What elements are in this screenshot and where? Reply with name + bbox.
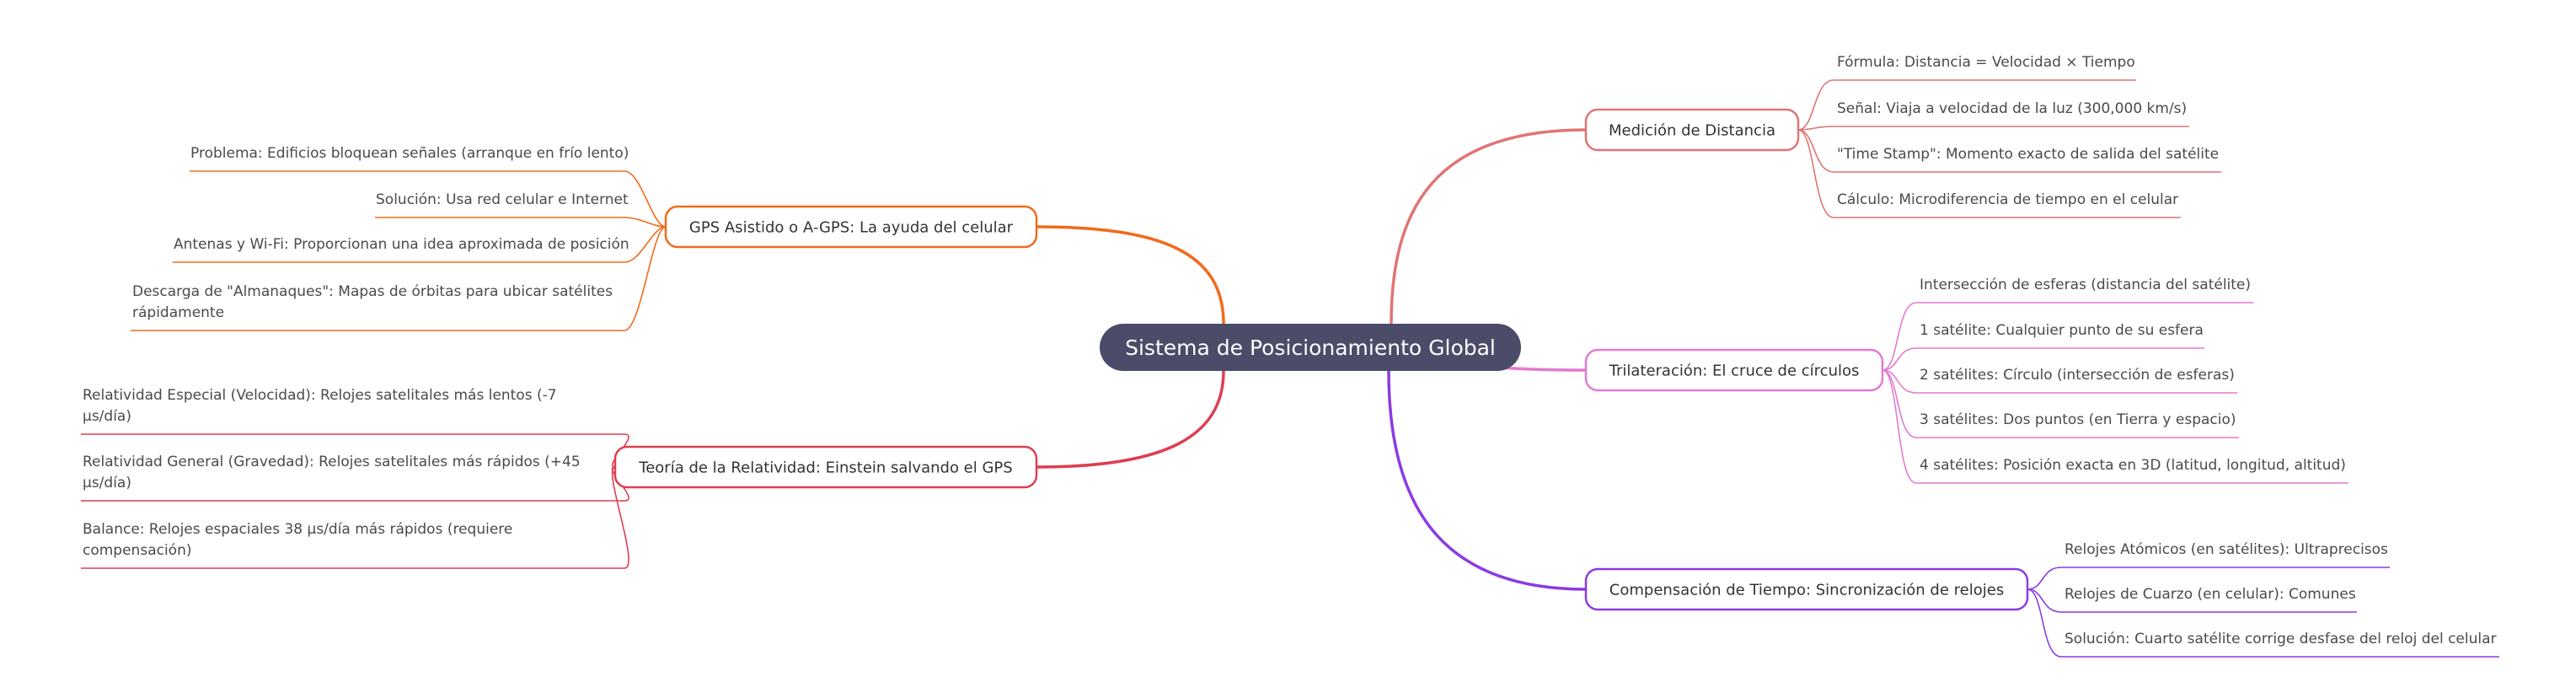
branch-node-box	[1584, 108, 1800, 152]
leaf-connector	[2027, 567, 2062, 590]
leaf-connector	[624, 217, 667, 228]
leaf-label: compensación)	[83, 542, 191, 559]
leaf-label: μs/día)	[83, 408, 131, 425]
branch-node-label: GPS Asistido o A-GPS: La ayuda del celul…	[689, 219, 1014, 237]
branch-node-label: Teoría de la Relatividad: Einstein salva…	[638, 459, 1012, 477]
leaf-connector	[611, 466, 629, 569]
leaf-node[interactable]: Balance: Relojes espaciales 38 μs/día má…	[81, 521, 624, 569]
leaf-connector	[1797, 129, 1834, 173]
leaf-label: Relatividad General (Gravedad): Relojes …	[83, 454, 581, 470]
leaf-connector	[1882, 302, 1917, 371]
leaf-label: 4 satélites: Posición exacta en 3D (lati…	[1920, 457, 2346, 474]
leaf-node[interactable]: Señal: Viaja a velocidad de la luz (300,…	[1834, 100, 2189, 127]
leaf-label: 1 satélite: Cualquier punto de su esfera	[1920, 322, 2204, 339]
leaf-node[interactable]: Relatividad Especial (Velocidad): Reloje…	[81, 387, 624, 435]
leaf-connector	[2027, 588, 2062, 658]
leaf-label: rápidamente	[132, 304, 224, 321]
leaf-node[interactable]: Solución: Cuarto satélite corrige desfas…	[2061, 631, 2499, 658]
branch-node-box	[1584, 348, 1884, 392]
leaf-node[interactable]: Fórmula: Distancia = Velocidad × Tiempo	[1834, 54, 2136, 81]
leaf-label: Balance: Relojes espaciales 38 μs/día má…	[83, 521, 512, 538]
leaf-connector	[1882, 347, 1917, 371]
leaf-label: Solución: Cuarto satélite corrige desfas…	[2065, 631, 2497, 647]
connector-compensacion	[1387, 370, 1587, 591]
leaf-label: Relatividad Especial (Velocidad): Reloje…	[83, 387, 557, 404]
leaf-label: "Time Stamp": Momento exacto de salida d…	[1837, 146, 2219, 163]
leaf-node[interactable]: 3 satélites: Dos puntos (en Tierra y esp…	[1916, 411, 2239, 438]
leaf-node[interactable]: Antenas y Wi-Fi: Proporcionan una idea a…	[173, 236, 629, 263]
leaf-connector	[1797, 126, 1834, 131]
branch-node-label: Compensación de Tiempo: Sincronización d…	[1609, 582, 2004, 599]
leaf-label: Relojes Atómicos (en satélites): Ultrapr…	[2065, 541, 2388, 558]
leaf-connector	[1797, 129, 1834, 218]
branch-node-relatividad[interactable]: Teoría de la Relatividad: Einstein salva…	[613, 445, 1038, 489]
leaf-connector	[1882, 369, 1917, 394]
leaf-node[interactable]: Solución: Usa red celular e Internet	[375, 191, 629, 218]
connector-relatividad	[1036, 370, 1225, 469]
leaf-node[interactable]: Relojes Atómicos (en satélites): Ultrapr…	[2061, 541, 2390, 568]
leaf-label: Fórmula: Distancia = Velocidad × Tiempo	[1837, 54, 2135, 71]
leaf-label: Intersección de esferas (distancia del s…	[1920, 277, 2251, 293]
connector-gps-asistido	[1036, 225, 1225, 325]
leaf-connector	[1882, 369, 1917, 438]
leaf-label: Señal: Viaja a velocidad de la luz (300,…	[1837, 100, 2187, 117]
leaf-node[interactable]: Cálculo: Microdiferencia de tiempo en el…	[1834, 191, 2181, 218]
leaf-node[interactable]: 4 satélites: Posición exacta en 3D (lati…	[1916, 457, 2348, 484]
leaf-label: Antenas y Wi-Fi: Proporcionan una idea a…	[174, 236, 629, 253]
connector-medicion	[1390, 128, 1587, 325]
branch-node-label: Medición de Distancia	[1609, 122, 1775, 140]
branch-node-compensacion[interactable]: Compensación de Tiempo: Sincronización d…	[1584, 567, 2029, 611]
leaf-node[interactable]: Intersección de esferas (distancia del s…	[1916, 277, 2253, 304]
leaf-label: 2 satélites: Círculo (intersección de es…	[1920, 367, 2235, 384]
leaf-connector	[1882, 369, 1917, 484]
leaf-connector	[2027, 588, 2062, 613]
branch-node-gps-asistido[interactable]: GPS Asistido o A-GPS: La ayuda del celul…	[664, 205, 1038, 249]
leaf-label: Cálculo: Microdiferencia de tiempo en el…	[1837, 191, 2178, 208]
branch-node-medicion[interactable]: Medición de Distancia	[1584, 108, 1800, 152]
leaf-connector	[624, 170, 667, 228]
connector-trilateracion	[1499, 366, 1587, 372]
root-node-box	[1100, 324, 1521, 371]
root-node[interactable]: Sistema de Posicionamiento Global	[1100, 324, 1521, 371]
root-node-label: Sistema de Posicionamiento Global	[1125, 336, 1496, 360]
leaf-node[interactable]: Relatividad General (Gravedad): Relojes …	[81, 454, 624, 502]
leaf-node[interactable]: 2 satélites: Círculo (intersección de es…	[1916, 367, 2237, 394]
leaf-node[interactable]: Descarga de "Almanaques": Mapas de órbit…	[131, 283, 624, 331]
branch-node-box	[613, 445, 1038, 489]
node-layer: Medición de Distancia Fórmula: Distancia …	[81, 54, 2499, 658]
leaf-node[interactable]: Problema: Edificios bloquean señales (ar…	[190, 145, 629, 172]
branch-node-box	[1584, 567, 2029, 611]
leaf-node[interactable]: Relojes de Cuarzo (en celular): Comunes	[2061, 586, 2357, 613]
leaf-connector	[624, 226, 667, 263]
branch-node-box	[664, 205, 1038, 249]
branch-node-trilateracion[interactable]: Trilateración: El cruce de círculos	[1584, 348, 1884, 392]
leaf-node[interactable]: 1 satélite: Cualquier punto de su esfera	[1916, 322, 2204, 349]
leaf-label: μs/día)	[83, 475, 131, 492]
branch-node-label: Trilateración: El cruce de círculos	[1609, 363, 1860, 380]
leaf-connector	[624, 226, 667, 331]
leaf-connector	[1797, 79, 1834, 131]
leaf-label: Relojes de Cuarzo (en celular): Comunes	[2065, 586, 2356, 603]
leaf-node[interactable]: "Time Stamp": Momento exacto de salida d…	[1834, 146, 2221, 173]
leaf-label: Problema: Edificios bloquean señales (ar…	[190, 145, 629, 162]
leaf-label: Solución: Usa red celular e Internet	[376, 191, 629, 208]
leaf-label: Descarga de "Almanaques": Mapas de órbit…	[132, 283, 613, 300]
leaf-label: 3 satélites: Dos puntos (en Tierra y esp…	[1920, 411, 2236, 428]
